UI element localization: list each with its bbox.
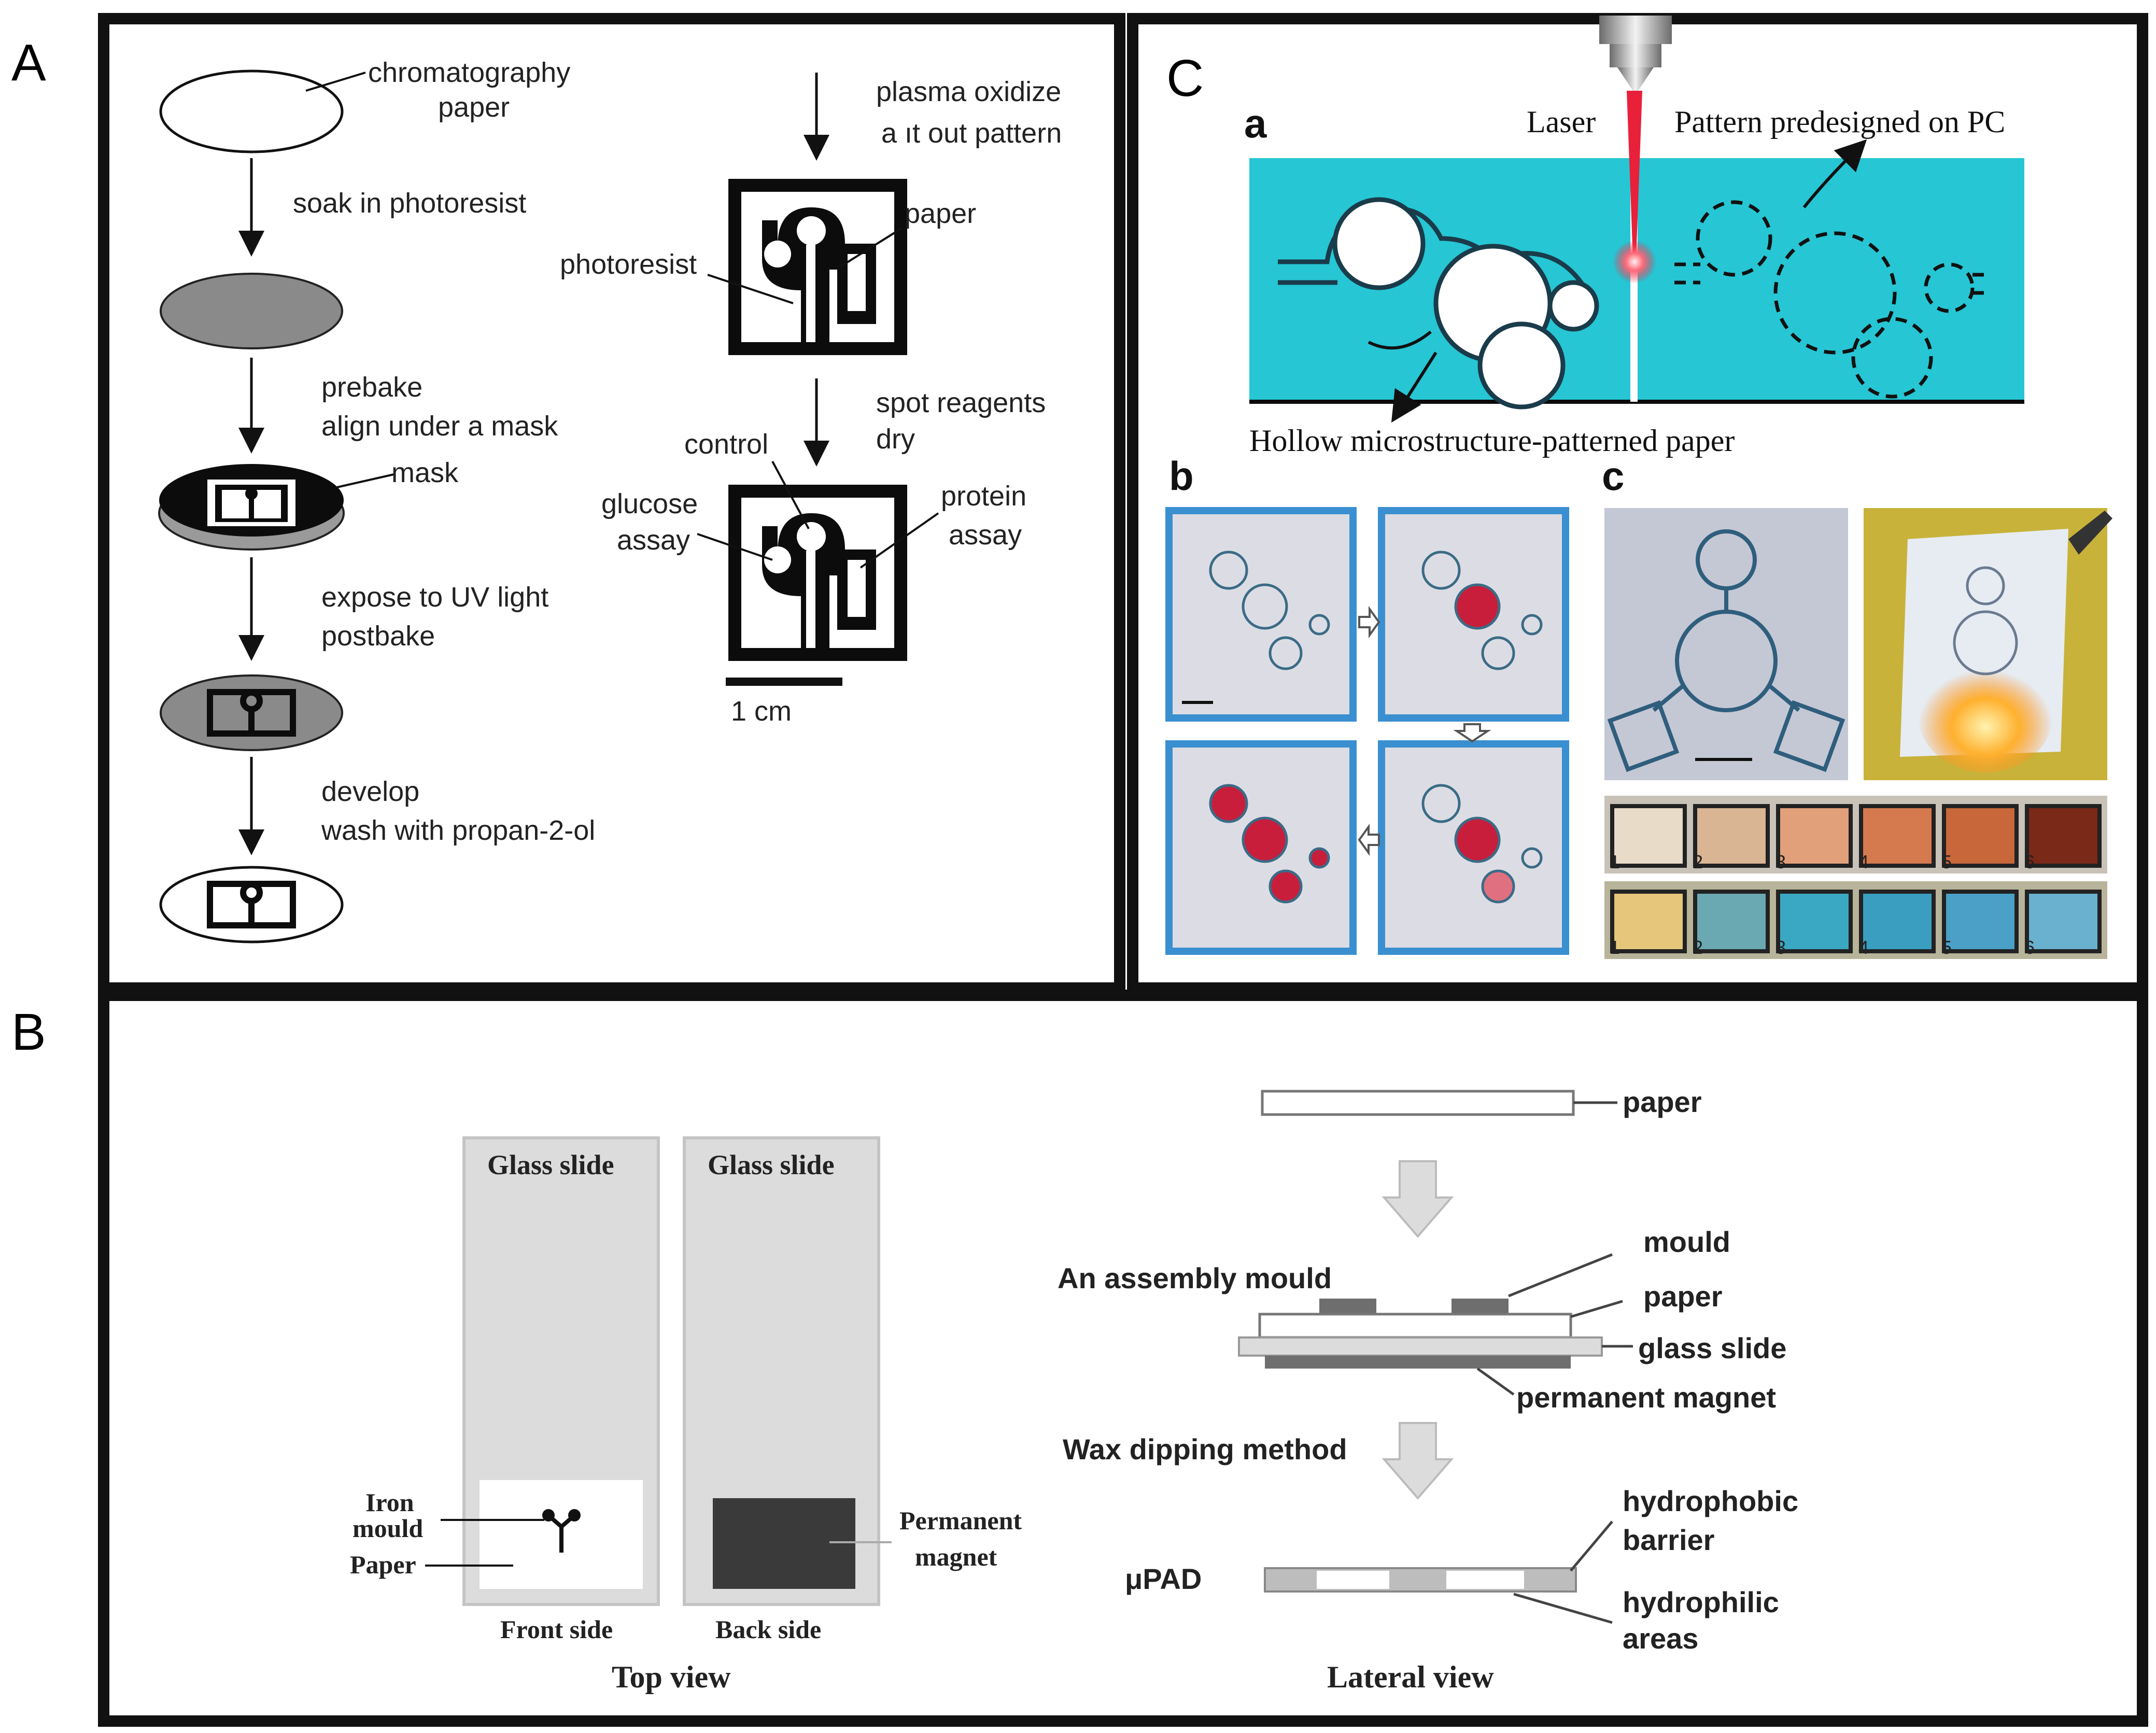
strip-num-6: 6 (2024, 851, 2035, 872)
label-top-view: Top view (612, 1660, 731, 1694)
subpanel-b-label: b (1169, 453, 1194, 499)
label-soak: soak in photoresist (293, 188, 526, 219)
strip-num-4b: 4 (1858, 937, 1869, 958)
label-permanent-magnet: Permanent magnet (899, 1506, 1028, 1571)
exposed-pattern (207, 689, 296, 737)
strip-num-2b: 2 (1693, 937, 1703, 958)
mask-pattern (207, 480, 295, 526)
panel-b-frame (98, 990, 2148, 1727)
subpanel-a-label: a (1244, 101, 1267, 146)
hollow-pattern-cut (1278, 197, 1599, 410)
label-paper-top: paper (1623, 1086, 1702, 1118)
label-iron-mould: Iron mould (353, 1488, 423, 1543)
label-hydrophilic: hydrophilic areas (1623, 1586, 1787, 1655)
permanent-magnet-top (713, 1498, 855, 1589)
panel-b: Glass slide Glass slide Iron mould Paper… (350, 1086, 1807, 1694)
panel-a-process: chromatography paper soak in photoresist… (158, 57, 1069, 943)
laser-beam (1627, 91, 1642, 259)
paper-strip-mid (1258, 1313, 1572, 1339)
iron-mould-icon (542, 1509, 581, 1553)
strip-num-2: 2 (1693, 851, 1703, 872)
developed-pattern (207, 881, 296, 928)
upad-strip (1264, 1567, 1577, 1593)
label-glucose: glucose assay (601, 488, 706, 556)
device-assays (728, 485, 907, 661)
strip-num-6b: 6 (2024, 937, 2035, 958)
label-lateral-view: Lateral view (1327, 1660, 1494, 1694)
down-arrow-1 (1382, 1160, 1454, 1238)
panel-label-a: A (11, 34, 46, 92)
label-plasma: plasma oxidize a ıt out pattern (876, 76, 1069, 149)
label-control: control (684, 429, 768, 460)
label-hollow: Hollow microstructure-patterned paper (1249, 424, 1735, 458)
label-spot: spot reagents dry (876, 387, 1053, 455)
strip-num-5: 5 (1941, 851, 1952, 872)
panel-c: a Laser Pattern predesigned on PC (1165, 16, 2112, 959)
label-glass-slide-back: Glass slide (708, 1149, 835, 1180)
strip-num-3: 3 (1775, 851, 1786, 872)
label-assembly-mould: An assembly mould (1058, 1262, 1332, 1294)
predesigned-pattern-dashed (1674, 200, 1988, 399)
strip-num-5b: 5 (1941, 937, 1952, 958)
label-glass-slide-front: Glass slide (487, 1149, 614, 1180)
label-permanent-magnet-lateral: permanent magnet (1516, 1381, 1776, 1414)
label-expose: expose to UV light postbake (321, 582, 556, 652)
paper-strip-top (1261, 1090, 1575, 1116)
panel-label-c: C (1166, 49, 1204, 107)
label-develop: develop wash with propan-2-ol (321, 776, 595, 846)
label-wax-dipping: Wax dipping method (1063, 1433, 1347, 1466)
laser-spot (1613, 240, 1656, 284)
label-chromatography: chromatography paper (368, 57, 578, 123)
label-upad: μPAD (1125, 1562, 1202, 1595)
label-protein: protein assay (941, 481, 1034, 551)
label-pattern: Pattern predesigned on PC (1674, 105, 2005, 139)
down-arrow-2 (1382, 1422, 1454, 1500)
strip-num-4: 4 (1858, 851, 1869, 872)
label-front-side: Front side (500, 1615, 613, 1644)
label-photoresist: photoresist (560, 249, 697, 280)
burning-device-photo (1864, 508, 2112, 780)
label-laser: Laser (1527, 105, 1596, 139)
label-paper-mid: paper (1643, 1280, 1723, 1313)
label-mask: mask (391, 457, 459, 488)
scale-label: 1 cm (731, 696, 792, 727)
glass-slide-lateral (1238, 1336, 1603, 1357)
strip-num-1b: 1 (1610, 937, 1620, 958)
label-prebake: prebake align under a mask (321, 372, 558, 442)
subpanel-c-label: c (1602, 453, 1624, 499)
laser-nozzle (1599, 16, 1672, 91)
label-paper-front: Paper (350, 1550, 416, 1579)
paper-disc-1 (159, 69, 344, 153)
strip-num-3b: 3 (1775, 937, 1786, 958)
panel-label-b: B (11, 1003, 46, 1061)
permanent-magnet-lateral (1265, 1356, 1571, 1369)
paper-disc-photoresist (160, 273, 343, 349)
label-mould: mould (1643, 1225, 1730, 1258)
color-strip-rows: 1 2 3 4 5 6 1 2 3 4 5 6 (1604, 796, 2107, 959)
wicking-sequence (1165, 507, 1569, 955)
label-back-side: Back side (715, 1615, 821, 1644)
label-paper: paper (905, 198, 976, 229)
label-glass-slide-lateral: glass slide (1638, 1332, 1786, 1364)
device-patterned (728, 179, 907, 355)
strip-num-1: 1 (1610, 851, 1620, 872)
three-way-device-photo (1604, 508, 1848, 780)
label-hydrophobic: hydrophobic barrier (1623, 1485, 1807, 1556)
